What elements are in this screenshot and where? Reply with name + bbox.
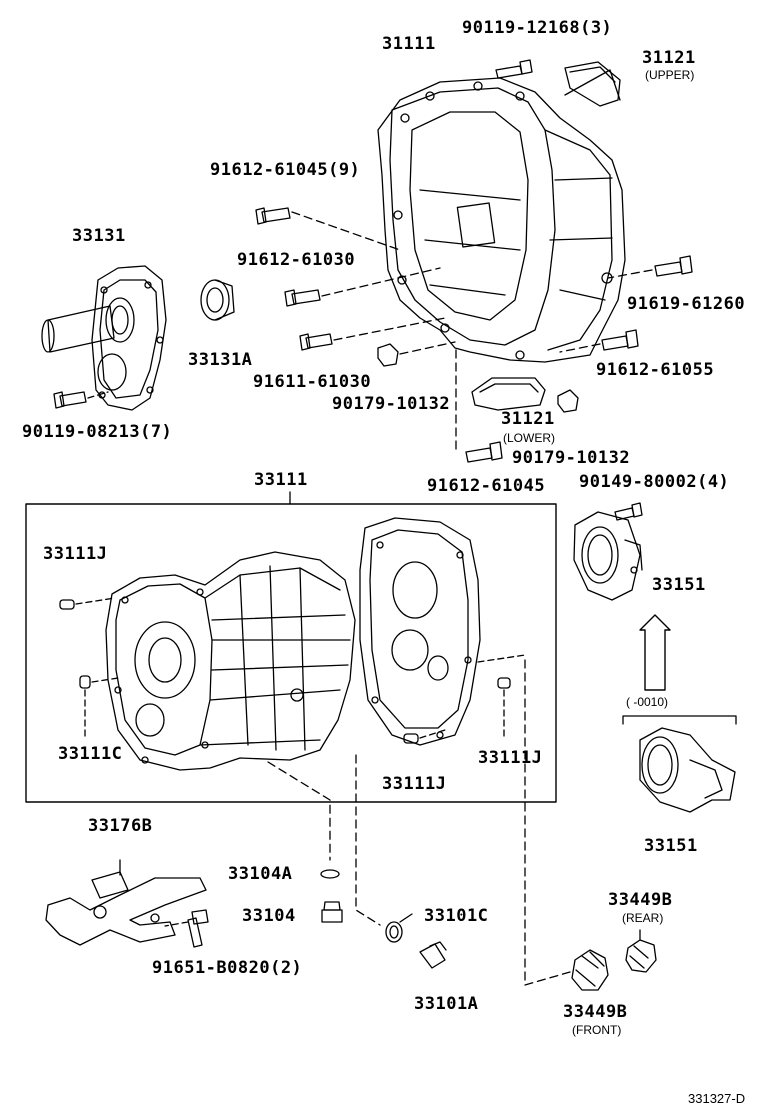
bolt-91612-61030-drawing xyxy=(284,289,321,307)
pin-33111j-c-drawing xyxy=(497,677,511,689)
label-90149-80002: 90149-80002(4) xyxy=(579,472,730,492)
lower-cover-drawing xyxy=(471,377,546,411)
pin-33111j-b-drawing xyxy=(403,733,419,744)
label-33101c: 33101C xyxy=(424,906,489,926)
label-33449b-front: 33449B xyxy=(563,1002,628,1022)
adapter-plate-drawing xyxy=(359,517,481,746)
label-90119-12168: 90119-12168(3) xyxy=(462,18,613,38)
bolt-91619-61260-drawing xyxy=(654,255,693,277)
label-33449b-rear: 33449B xyxy=(608,890,673,910)
label-91612-61030: 91612-61030 xyxy=(237,250,356,270)
bolt-90119-12168-drawing xyxy=(495,59,533,79)
label-33111j-b: 33111J xyxy=(382,774,447,794)
upper-cover-drawing xyxy=(564,61,621,107)
bolt-91611-61030-drawing xyxy=(299,333,333,351)
bolt-91612-61045-drawing xyxy=(255,207,291,225)
case-group-box xyxy=(25,503,557,803)
label-31121-lower: 31121 xyxy=(501,409,555,429)
label-90119-08213: 90119-08213(7) xyxy=(22,422,173,442)
pin-33111c-drawing xyxy=(79,675,91,689)
label-33111c: 33111C xyxy=(58,744,123,764)
bearing-retainer-lower-drawing xyxy=(639,727,736,813)
label-91612-61055: 91612-61055 xyxy=(596,360,715,380)
bolt-91612-61045-b-drawing xyxy=(465,441,503,463)
bolt-90149-80002-drawing xyxy=(614,502,643,521)
label-33104a: 33104A xyxy=(228,864,293,884)
label-33176b: 33176B xyxy=(88,816,153,836)
pin-33111j-a-drawing xyxy=(59,599,75,610)
bell-housing-drawing xyxy=(377,69,626,363)
label-91612-61045: 91612-61045 xyxy=(427,476,546,496)
label-91611-61030: 91611-61030 xyxy=(253,372,372,392)
label-33131: 33131 xyxy=(72,226,126,246)
label-91612-61045-9: 91612-61045(9) xyxy=(210,160,361,180)
label-31111: 31111 xyxy=(382,34,436,54)
label-33111j-a: 33111J xyxy=(43,544,108,564)
drawing-code: 331327-D xyxy=(688,1091,746,1106)
label-31121-upper-note: (UPPER) xyxy=(645,68,695,82)
label-33449b-rear-note: (REAR) xyxy=(622,911,664,925)
switch-33101a-drawing xyxy=(419,941,447,969)
nut-90179-10132-b-drawing xyxy=(557,389,579,413)
gear-33449b-front-drawing xyxy=(571,949,609,991)
label-33131a: 33131A xyxy=(188,350,253,370)
seal-33131a-drawing xyxy=(200,279,235,321)
label-90179-10132-b: 90179-10132 xyxy=(512,448,631,468)
gear-33449b-rear-drawing xyxy=(625,939,657,973)
label-33151-b: 33151 xyxy=(644,836,698,856)
direction-arrow xyxy=(639,614,671,691)
label-31121-upper: 31121 xyxy=(642,48,696,68)
label-33111j-c: 33111J xyxy=(478,748,543,768)
transmission-case-drawing xyxy=(105,551,356,771)
label-90179-10132-a: 90179-10132 xyxy=(332,394,451,414)
label-33151-a: 33151 xyxy=(652,575,706,595)
label-33111: 33111 xyxy=(254,470,308,490)
nut-90179-10132-drawing xyxy=(377,343,399,367)
label-33449b-front-note: (FRONT) xyxy=(572,1023,622,1037)
gasket-33101c-drawing xyxy=(385,921,403,943)
label-33101a: 33101A xyxy=(414,994,479,1014)
bolt-91651-b0820-drawing xyxy=(187,909,209,948)
bolt-91612-61055-drawing xyxy=(601,329,639,351)
label-range-note: ( -0010) xyxy=(626,695,669,709)
gasket-33104a-drawing xyxy=(320,869,340,879)
plug-33104-drawing xyxy=(321,901,343,923)
label-33104: 33104 xyxy=(242,906,296,926)
bearing-retainer-upper-drawing xyxy=(573,511,643,601)
extension-housing-drawing xyxy=(41,265,167,411)
shift-lever-retainer-drawing xyxy=(45,871,207,946)
label-91619-61260: 91619-61260 xyxy=(627,294,746,314)
label-91651-b0820: 91651-B0820(2) xyxy=(152,958,303,978)
label-31121-lower-note: (LOWER) xyxy=(503,431,555,445)
bolt-90119-08213-drawing xyxy=(53,391,87,409)
